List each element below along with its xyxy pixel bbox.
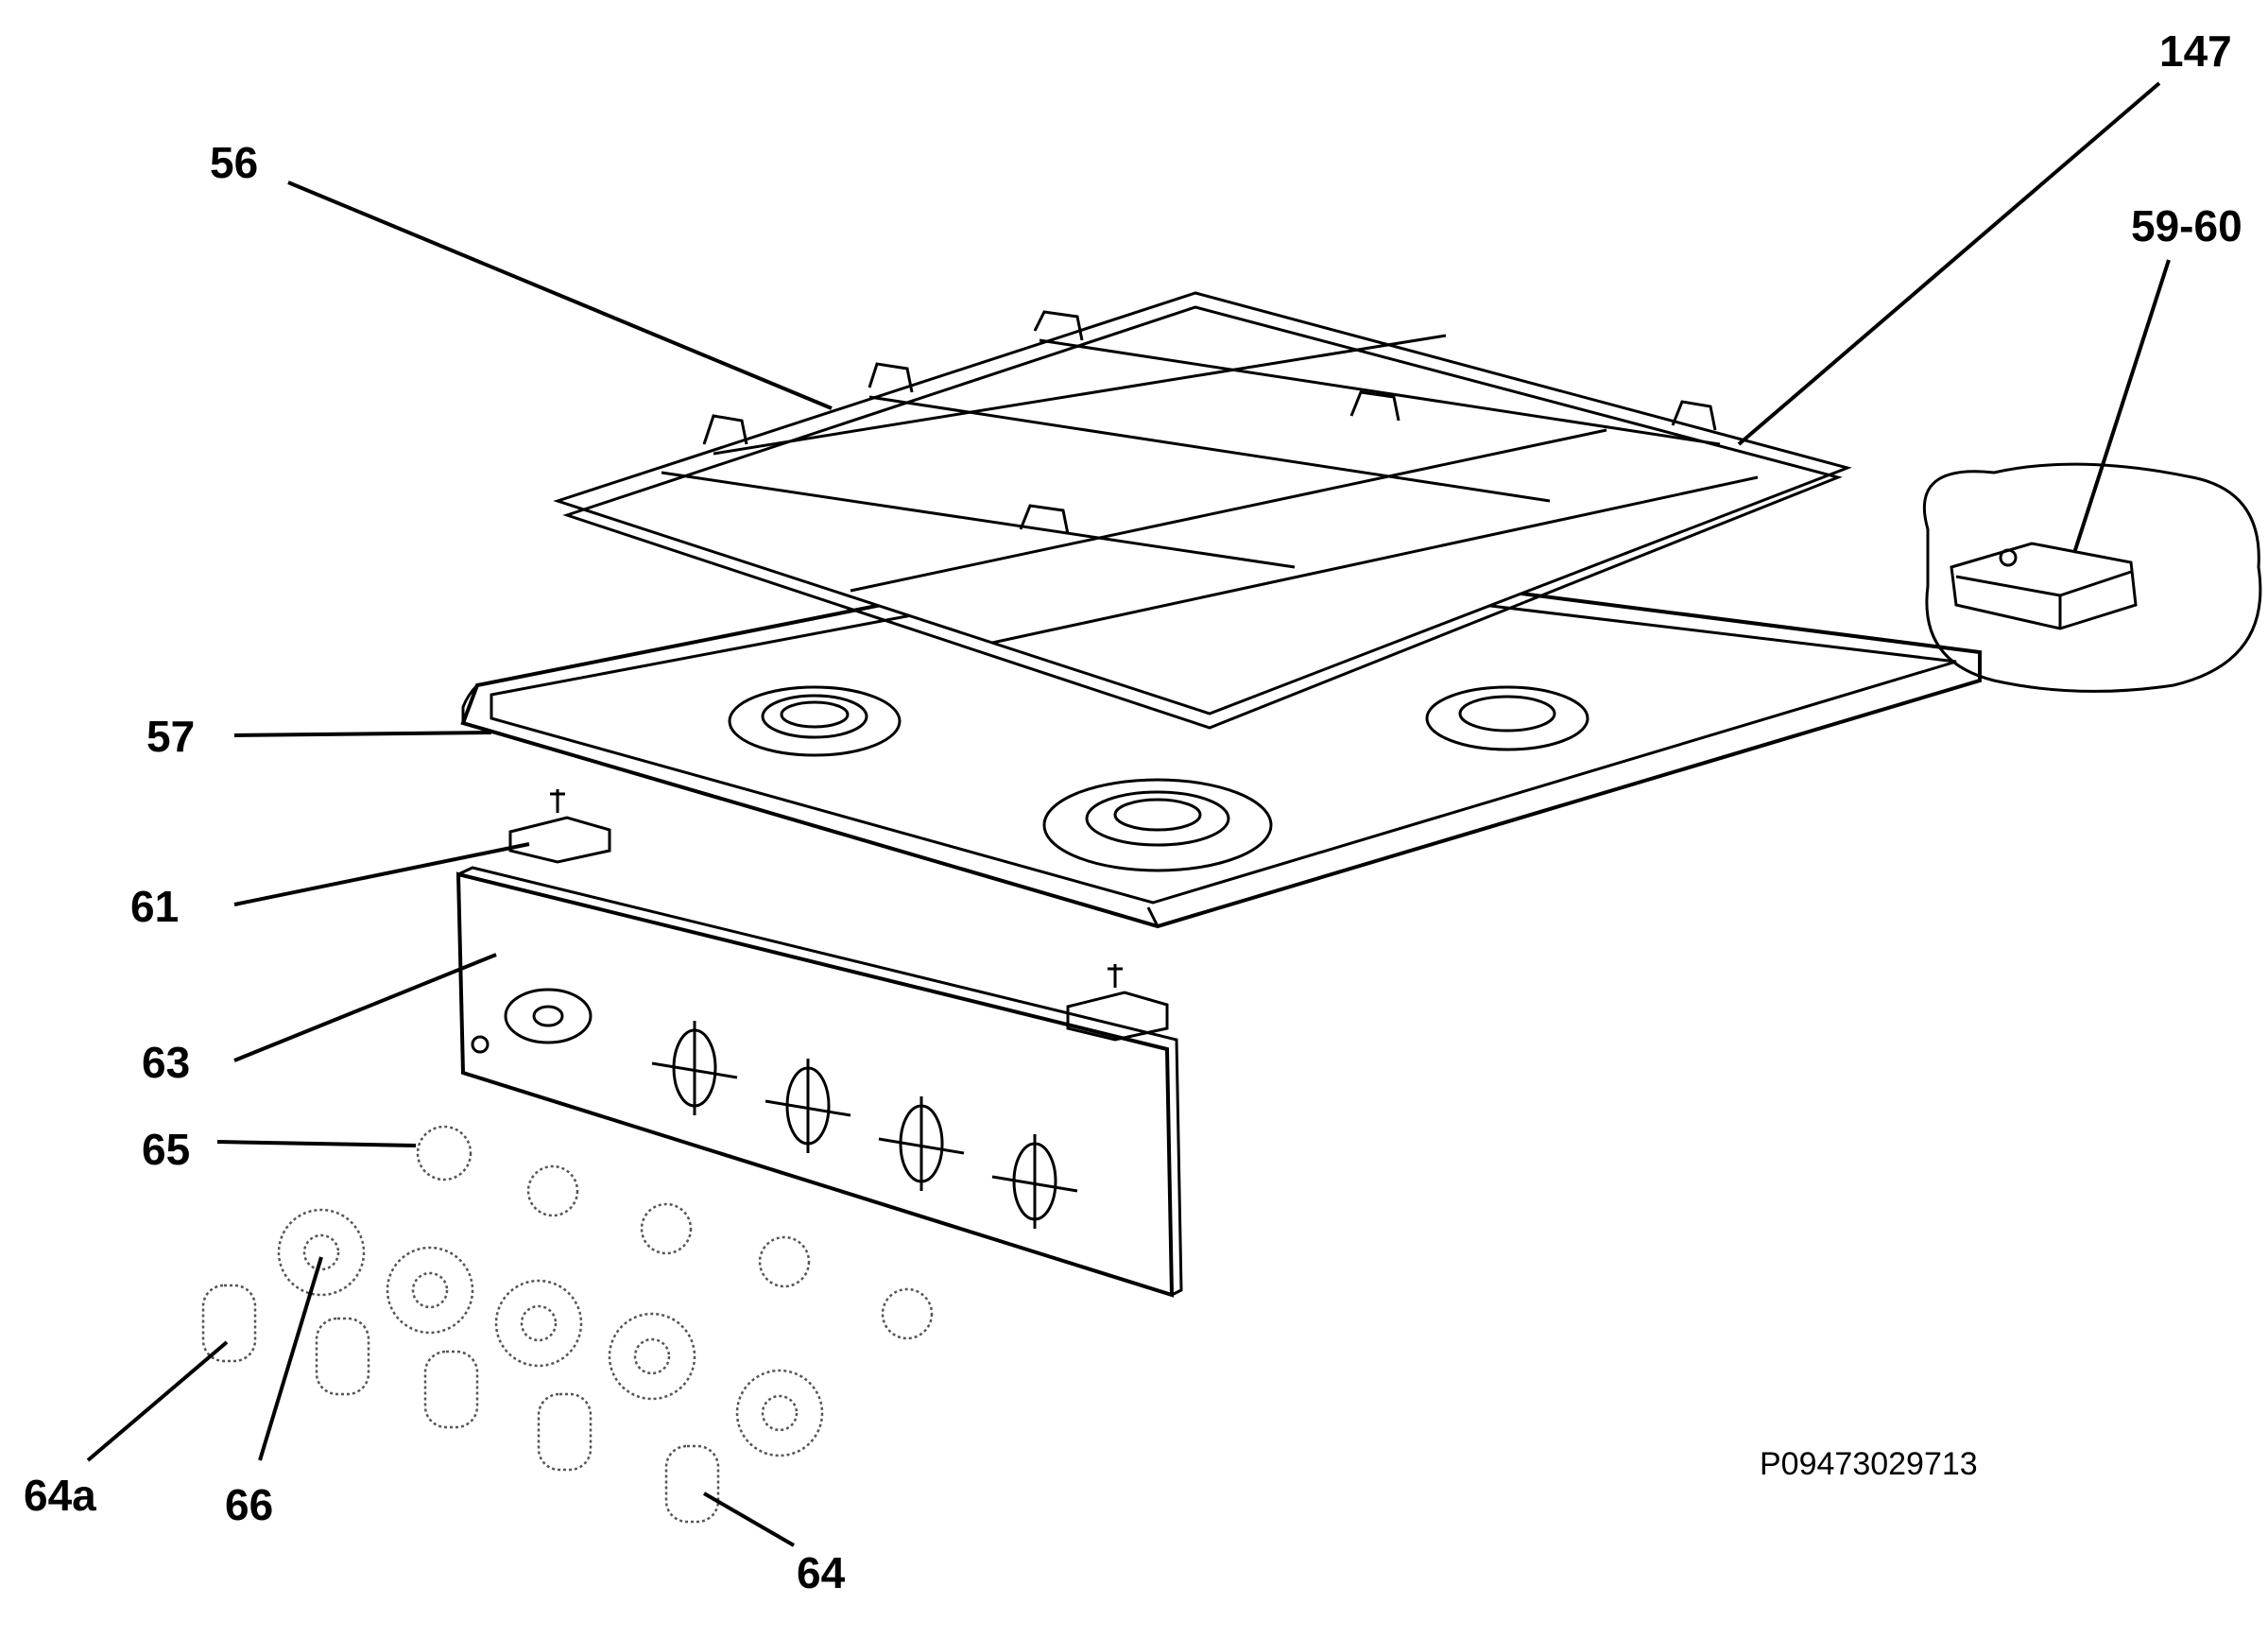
burner-right xyxy=(1425,685,1589,751)
callout-61: 61 xyxy=(130,882,179,931)
callout-63: 63 xyxy=(142,1038,190,1087)
callout-64a: 64a xyxy=(24,1471,96,1520)
diagram-code: P09473029713 xyxy=(1760,1446,1978,1482)
callout-56: 56 xyxy=(210,138,258,187)
fixing-clip-right xyxy=(1066,964,1169,1042)
knob-cutout-2 xyxy=(765,1059,851,1153)
pan-support-grate xyxy=(553,291,1852,730)
callout-147: 147 xyxy=(2159,26,2232,76)
fixing-clip-left xyxy=(508,789,611,864)
control-panel xyxy=(455,866,1183,1298)
callout-59-60: 59-60 xyxy=(2131,201,2242,250)
burner-front-center xyxy=(1042,778,1273,872)
callout-66: 66 xyxy=(225,1480,273,1529)
knob-cutout-4 xyxy=(991,1134,1078,1229)
leader-lines xyxy=(86,81,2171,1547)
knob-parts xyxy=(201,1125,934,1524)
detail-bubble xyxy=(1922,462,2262,693)
callout-57: 57 xyxy=(146,712,195,761)
callout-64: 64 xyxy=(797,1548,846,1597)
burner-front-left xyxy=(728,685,902,757)
ignition-switch-cutout xyxy=(504,988,593,1044)
knob-cutout-3 xyxy=(878,1096,965,1191)
knob-cutout-1 xyxy=(651,1021,738,1115)
callout-65: 65 xyxy=(142,1125,190,1174)
